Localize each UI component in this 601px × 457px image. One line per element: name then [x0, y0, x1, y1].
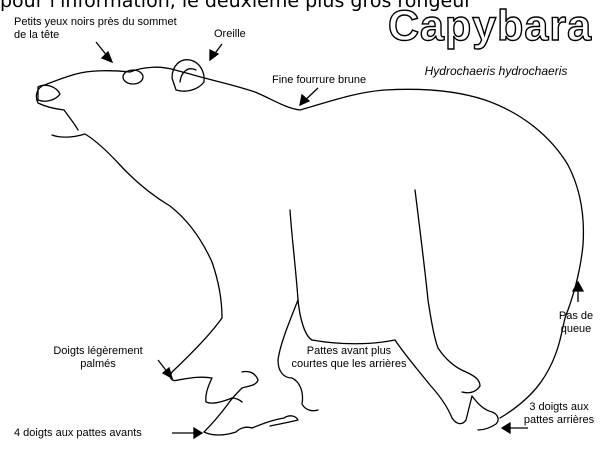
front-leg-left	[170, 318, 242, 403]
arrowhead-hind-toes	[502, 423, 510, 433]
label-ear: Oreille	[214, 28, 274, 41]
arrowhead-fur	[300, 95, 309, 105]
arrowhead-no-tail	[573, 282, 583, 291]
jaw-outline	[52, 134, 222, 318]
diagram-subtitle: Hydrochaeris hydrochaeris	[396, 64, 596, 78]
label-hind-toes: 3 doigts aux pattes arrières	[520, 401, 598, 428]
label-fur: Fine fourrure brune	[272, 74, 402, 87]
arrowhead-front-toes	[194, 428, 202, 438]
eye	[123, 70, 143, 84]
label-front-legs: Pattes avant plus courtes que les arrièr…	[290, 345, 408, 372]
belly	[312, 340, 395, 344]
label-toes-webbed: Doigts légèrement palmés	[38, 345, 158, 372]
ear	[172, 60, 204, 91]
hind-leg-inner	[415, 190, 438, 348]
arrowhead-webbed	[163, 368, 172, 378]
label-eyes: Petits yeux noirs près du sommet de la t…	[14, 16, 184, 43]
diagram-title: Capybara	[382, 5, 598, 48]
label-front-toes: 4 doigts aux pattes avants	[14, 427, 174, 440]
hind-foot	[438, 348, 498, 430]
front-leg-inner	[290, 210, 312, 340]
nose	[38, 85, 60, 101]
body-outline	[130, 67, 583, 340]
label-no-tail: Pas de queue	[553, 310, 599, 337]
arrowhead-eyes	[102, 52, 112, 62]
